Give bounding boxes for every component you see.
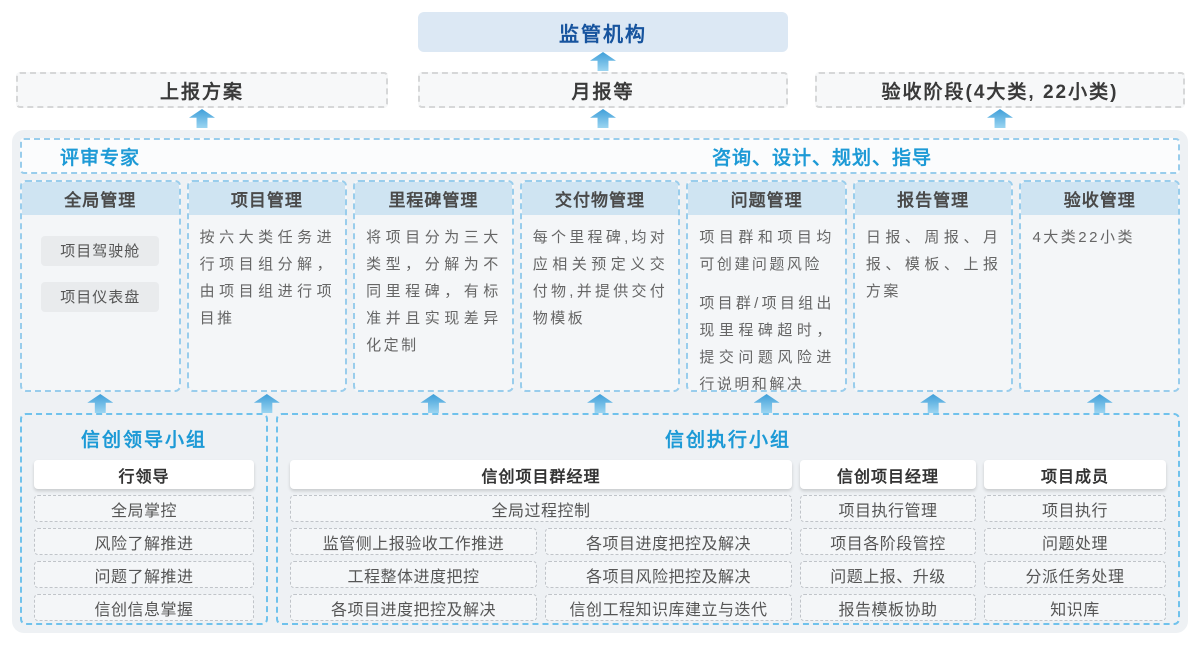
execution-roles-row: 信创项目群经理 全局过程控制 监管侧上报验收工作推进 各项目进度把控及解决 工程… xyxy=(278,452,1178,621)
column-body: 项目群和项目均可创建问题风险 项目群/项目组出现里程碑超时，提交问题风险进行说明… xyxy=(688,215,845,392)
task-item: 项目执行 xyxy=(984,495,1166,522)
column-header: 问题管理 xyxy=(688,182,845,215)
task-item: 监管侧上报验收工作推进 xyxy=(290,528,537,555)
column-global-management: 全局管理 项目驾驶舱 项目仪表盘 xyxy=(20,180,181,392)
task-item: 风险了解推进 xyxy=(34,528,254,555)
team-title: 信创执行小组 xyxy=(664,430,791,451)
task-item: 各项目进度把控及解决 xyxy=(545,528,792,555)
expert-label: 评审专家 xyxy=(60,147,141,169)
role-pill: 行领导 xyxy=(34,460,254,489)
column-body: 4大类22小类 xyxy=(1021,215,1178,257)
up-arrow-icon xyxy=(87,394,114,413)
group-project-member: 项目成员 项目执行 问题处理 分派任务处理 知识库 xyxy=(984,452,1166,621)
box-regulatory-agency: 监管机构 xyxy=(418,12,788,52)
up-arrow-icon xyxy=(587,394,614,413)
column-milestone-management: 里程碑管理 将项目分为三大类型，分解为不同里程碑，有标准并且实现差异化定制 xyxy=(353,180,514,392)
column-issue-management: 问题管理 项目群和项目均可创建问题风险 项目群/项目组出现里程碑超时，提交问题风… xyxy=(686,180,847,392)
task-item: 问题处理 xyxy=(984,528,1166,555)
column-header: 里程碑管理 xyxy=(355,182,512,215)
up-arrow-icon xyxy=(253,394,280,413)
feature-pill: 项目仪表盘 xyxy=(41,282,160,312)
column-text: 项目群/项目组出现里程碑超时，提交问题风险进行说明和解决 xyxy=(699,295,834,392)
column-header: 验收管理 xyxy=(1021,182,1179,215)
team-title: 信创领导小组 xyxy=(80,430,207,451)
up-arrow-icon xyxy=(590,109,616,128)
column-arrows xyxy=(20,394,1180,413)
column-header: 全局管理 xyxy=(22,182,179,215)
column-body: 每个里程碑,均对应相关预定义交付物,并提供交付物模板 xyxy=(522,215,679,338)
column-deliverable-management: 交付物管理 每个里程碑,均对应相关预定义交付物,并提供交付物模板 xyxy=(519,180,681,392)
box-report-plan: 上报方案 xyxy=(16,72,388,108)
team-execution-group: 信创执行小组 信创项目群经理 全局过程控制 监管侧上报验收工作推进 各项目进度把… xyxy=(276,413,1180,625)
consult-label: 咨询、设计、规划、指导 xyxy=(711,147,932,169)
column-header: 报告管理 xyxy=(854,182,1012,215)
up-arrow-icon xyxy=(987,109,1013,128)
box-monthly-report: 月报等 xyxy=(418,72,788,108)
task-item: 工程整体进度把控 xyxy=(290,561,537,588)
task-item: 全局过程控制 xyxy=(290,495,792,522)
task-item: 分派任务处理 xyxy=(984,561,1166,588)
column-body: 日报、周报、月报、模板、上报方案 xyxy=(855,215,1012,311)
role-pill: 信创项目群经理 xyxy=(290,460,792,489)
task-item: 各项目风险把控及解决 xyxy=(545,561,792,588)
column-text: 按六大类任务进行项目组分解，由项目组进行项目推 xyxy=(199,229,335,327)
column-body: 按六大类任务进行项目组分解，由项目组进行项目推 xyxy=(189,215,346,338)
column-body: 项目驾驶舱 项目仪表盘 xyxy=(22,215,179,318)
teams-row: 信创领导小组 行领导 全局掌控 风险了解推进 问题了解推进 信创信息掌握 信创执… xyxy=(20,413,1180,625)
column-text: 日报、周报、月报、模板、上报方案 xyxy=(865,229,1001,300)
column-text: 项目群和项目均可创建问题风险 xyxy=(699,229,834,273)
program-manager-task-grid: 监管侧上报验收工作推进 各项目进度把控及解决 工程整体进度把控 各项目风险把控及… xyxy=(290,522,792,621)
column-header: 项目管理 xyxy=(188,182,346,215)
task-item: 全局掌控 xyxy=(34,495,254,522)
up-arrow-icon xyxy=(1086,394,1113,413)
column-text: 4大类22小类 xyxy=(1032,229,1135,246)
column-project-management: 项目管理 按六大类任务进行项目组分解，由项目组进行项目推 xyxy=(186,180,348,392)
task-item: 知识库 xyxy=(984,594,1166,621)
task-item: 各项目进度把控及解决 xyxy=(290,594,537,621)
column-report-management: 报告管理 日报、周报、月报、模板、上报方案 xyxy=(852,180,1014,392)
task-item: 项目执行管理 xyxy=(800,495,976,522)
column-header: 交付物管理 xyxy=(521,182,679,215)
up-arrow-icon xyxy=(920,394,947,413)
management-columns: 全局管理 项目驾驶舱 项目仪表盘 项目管理 按六大类任务进行项目组分解，由项目组… xyxy=(20,180,1181,392)
team-leadership-group: 信创领导小组 行领导 全局掌控 风险了解推进 问题了解推进 信创信息掌握 xyxy=(20,413,268,625)
role-pill: 信创项目经理 xyxy=(800,460,976,489)
role-pill: 项目成员 xyxy=(984,460,1166,489)
column-body: 将项目分为三大类型，分解为不同里程碑，有标准并且实现差异化定制 xyxy=(355,215,512,365)
column-text: 将项目分为三大类型，分解为不同里程碑，有标准并且实现差异化定制 xyxy=(366,229,501,354)
platform-panel: 评审专家 咨询、设计、规划、指导 全局管理 项目驾驶舱 项目仪表盘 项目管理 按… xyxy=(12,130,1188,633)
up-arrow-icon xyxy=(590,52,616,71)
up-arrow-icon xyxy=(753,394,780,413)
up-arrow-icon xyxy=(189,109,215,128)
task-item: 项目各阶段管控 xyxy=(800,528,976,555)
task-item: 问题了解推进 xyxy=(34,561,254,588)
task-item: 信创信息掌握 xyxy=(34,594,254,621)
task-item: 信创工程知识库建立与迭代 xyxy=(545,594,792,621)
task-item: 问题上报、升级 xyxy=(800,561,976,588)
advisor-strip: 评审专家 咨询、设计、规划、指导 xyxy=(20,138,1180,174)
group-project-manager: 信创项目经理 项目执行管理 项目各阶段管控 问题上报、升级 报告模板协助 xyxy=(800,452,976,621)
task-item: 报告模板协助 xyxy=(800,594,976,621)
column-acceptance-management: 验收管理 4大类22小类 xyxy=(1019,180,1181,392)
column-text: 每个里程碑,均对应相关预定义交付物,并提供交付物模板 xyxy=(532,229,668,327)
box-acceptance-phase: 验收阶段(4大类, 22小类) xyxy=(815,72,1185,108)
group-program-manager: 信创项目群经理 全局过程控制 监管侧上报验收工作推进 各项目进度把控及解决 工程… xyxy=(290,452,792,621)
feature-pill: 项目驾驶舱 xyxy=(41,236,160,266)
up-arrow-icon xyxy=(420,394,447,413)
